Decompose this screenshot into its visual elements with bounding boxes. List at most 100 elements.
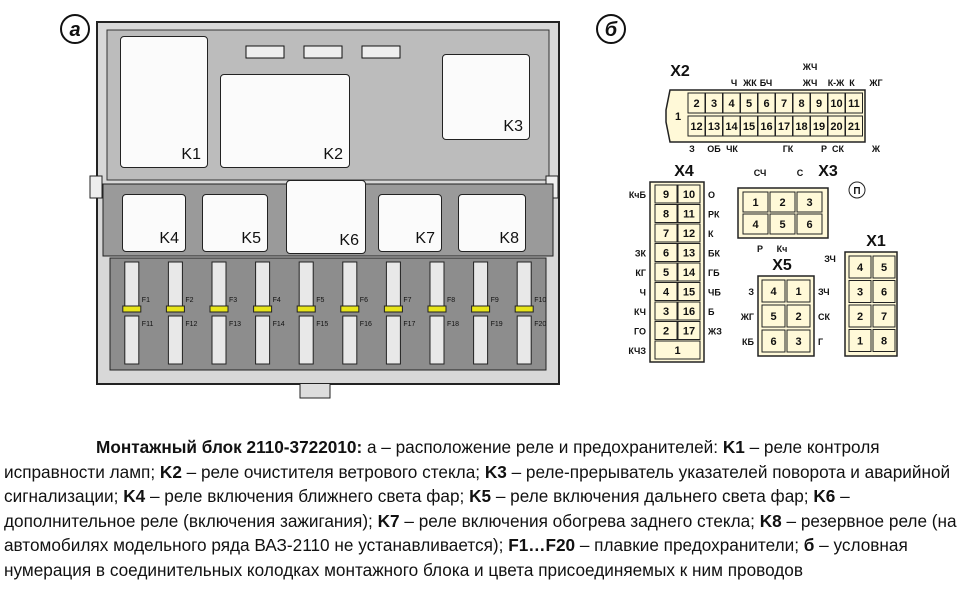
relay-k4: K4: [122, 194, 186, 252]
pin-number: 3: [795, 336, 801, 348]
fuse-label: F12: [185, 321, 197, 328]
fuse-body: [211, 315, 227, 365]
relay-k6: K6: [286, 180, 366, 254]
x2-wire-label: К: [849, 78, 855, 88]
caption-part: – реле очистителя ветрового стекла;: [181, 461, 485, 482]
pin-number: 17: [683, 326, 695, 338]
fuse-clip: [514, 305, 534, 313]
x3-pin: [796, 213, 823, 235]
pin-number: 20: [830, 121, 842, 133]
pin-number: 2: [779, 197, 785, 209]
caption-part: – резервное реле (на автомобилях модельн…: [4, 510, 957, 556]
pin-number: 17: [778, 121, 790, 133]
pin-number: 4: [663, 287, 670, 299]
x4-pin: [677, 184, 701, 204]
fuse-body: [167, 261, 183, 311]
x2-wire-label: Ч: [731, 78, 737, 88]
pin-number: 6: [881, 287, 887, 299]
x4-wire-label: К: [708, 229, 714, 239]
x4-wire-label: БК: [708, 249, 720, 259]
x2-title: X2: [670, 63, 690, 80]
pin-number: 2: [693, 98, 699, 110]
x1-pin: [848, 255, 872, 279]
x5-wire-label: Г: [818, 337, 823, 347]
pin-number: 2: [663, 326, 669, 338]
pin-number: 10: [830, 98, 842, 110]
pin-number: 5: [746, 98, 752, 110]
fuse-body: [124, 315, 140, 365]
pin-number: 14: [725, 121, 738, 133]
x2-pin-1: 1: [675, 111, 681, 123]
relay-label: K8: [499, 230, 519, 247]
fuse-label: F11: [142, 321, 154, 328]
pin-number: 9: [816, 98, 822, 110]
x3-pin: [796, 191, 823, 213]
relay-label: K1: [181, 146, 201, 163]
x2-wire-label: ЖК: [742, 78, 757, 88]
x5-wire-label: ЗЧ: [824, 254, 836, 264]
x4-wire-label: ЗК: [635, 249, 647, 259]
pin-number: 13: [683, 248, 695, 260]
x2-wire-label: ЧК: [726, 144, 738, 154]
fuse-clip: [122, 305, 142, 313]
fuse-body: [255, 315, 271, 365]
fuse-clip: [253, 305, 273, 313]
pin-number: 21: [848, 121, 860, 133]
relay-k1: K1: [120, 36, 208, 168]
fuse-label: F13: [229, 321, 241, 328]
relay-label: K2: [323, 146, 343, 163]
pin-number: 12: [690, 121, 702, 133]
x4-pin: [654, 262, 678, 282]
x2-wire-label: ОБ: [707, 144, 721, 154]
x5-pin: [761, 329, 786, 353]
x3-pin: [742, 213, 769, 235]
fuse-body: [298, 261, 314, 311]
fuse-clip: [340, 305, 360, 313]
x2-wire-label: З: [689, 144, 695, 154]
x1-pin: [848, 280, 872, 303]
x5-wire-label: КБ: [742, 337, 754, 347]
x5-wire-label: ЗЧ: [818, 287, 830, 297]
x1-pin: [872, 280, 896, 303]
x4-wire-label: ЧБ: [708, 288, 721, 298]
fuse-body: [211, 261, 227, 311]
panel-a-tag: а: [60, 14, 90, 44]
pin-number: 3: [806, 197, 812, 209]
fuse-body: [516, 315, 532, 365]
fuse-label: F1: [142, 297, 150, 304]
fuse-label: F10: [534, 297, 546, 304]
relay-label: K6: [339, 232, 359, 249]
x3-title: X3: [818, 163, 838, 180]
fuse-body: [516, 261, 532, 311]
pin-number: 7: [663, 228, 669, 240]
fuse-body: [385, 261, 401, 311]
x4-wire-label: ГО: [634, 327, 646, 337]
x4-pin: [654, 184, 678, 204]
caption-part: K7: [377, 510, 400, 531]
x1-pin: [872, 329, 896, 352]
pin-number: 7: [881, 311, 887, 323]
relay-label: K4: [159, 230, 179, 247]
fuse-label: F15: [316, 321, 328, 328]
fuse-label: F16: [360, 321, 372, 328]
fuse-body: [342, 315, 358, 365]
x3-pin: [769, 191, 796, 213]
fuse-body: [167, 315, 183, 365]
x1-pin: [848, 304, 872, 328]
caption-part: – реле включения обогрева заднего стекла…: [399, 510, 760, 531]
fuse-body: [342, 261, 358, 311]
pin-number: 9: [663, 189, 669, 201]
x4-pin: [654, 243, 678, 262]
x4-wire-label: РК: [708, 210, 720, 220]
caption-title: Монтажный блок 2110-3722010:: [96, 437, 363, 457]
pin-number: 19: [813, 121, 825, 133]
pin-number: 4: [728, 98, 735, 110]
fuse-label: F14: [273, 321, 285, 328]
x4-pin: [654, 223, 678, 243]
fuse-clip: [383, 305, 403, 313]
x4-wire-label: ЖЗ: [707, 327, 722, 337]
relay-k3: K3: [442, 54, 530, 140]
fuse-clip: [427, 305, 447, 313]
pin-number: 5: [663, 267, 669, 279]
pin-number: 6: [663, 248, 669, 260]
